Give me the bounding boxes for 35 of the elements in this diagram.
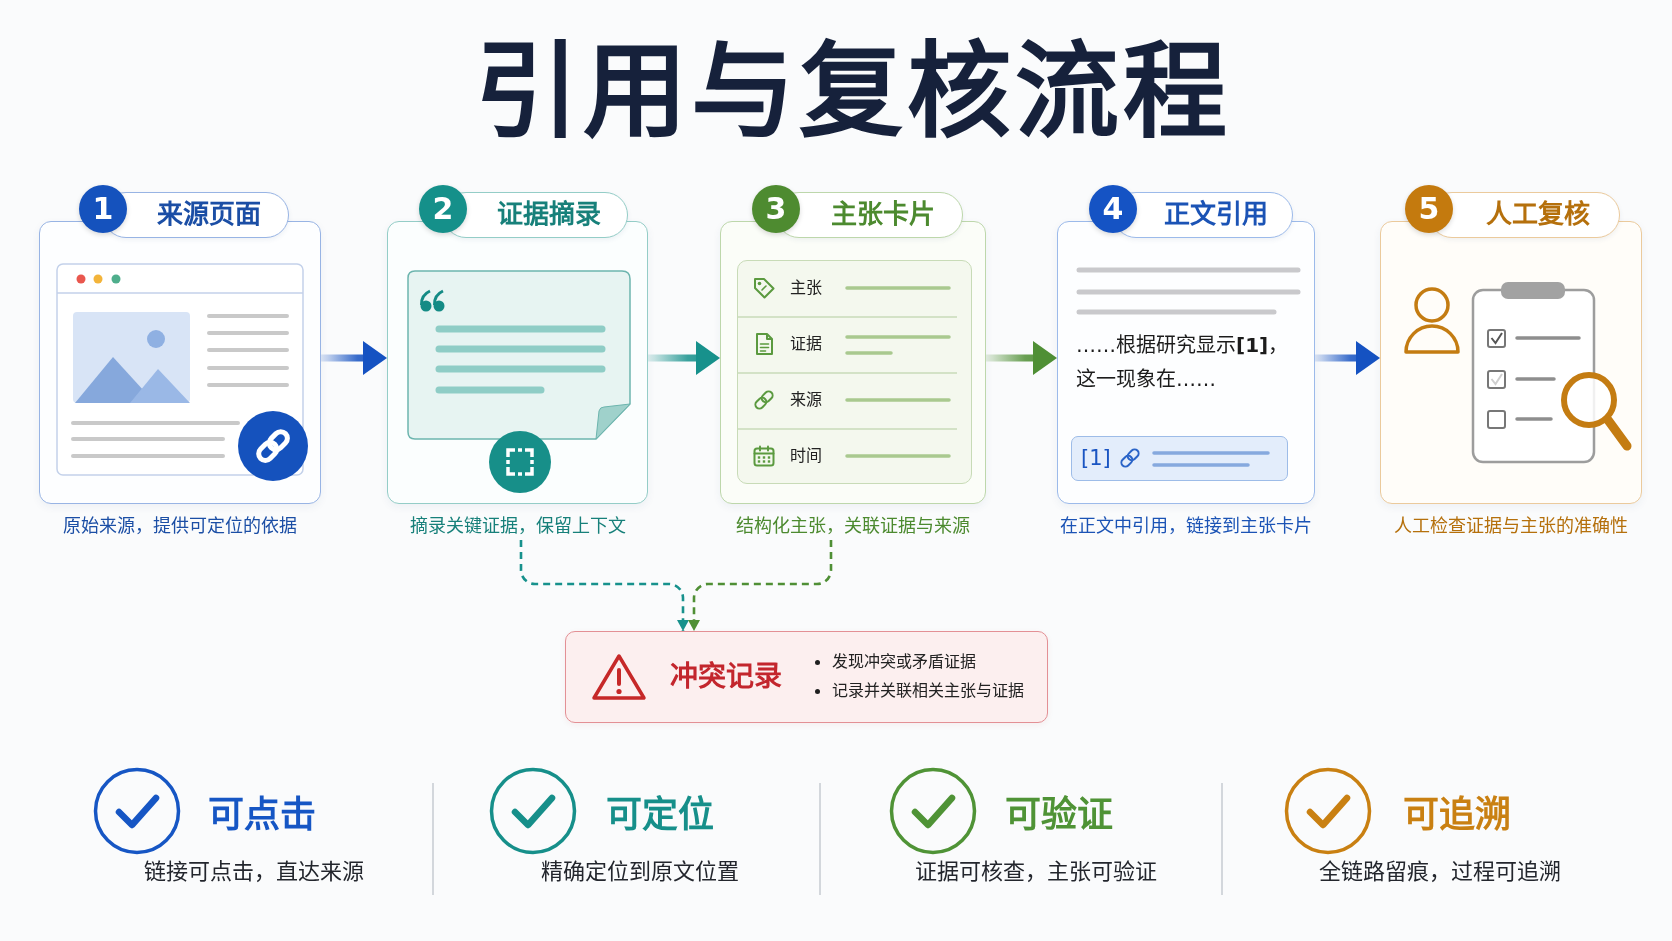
field-label: 证据 — [790, 333, 822, 355]
arrow — [986, 341, 1057, 375]
step-caption: 原始来源，提供可定位的依据 — [62, 514, 298, 538]
feature-title: 可点击 — [208, 793, 316, 837]
arrow — [648, 341, 720, 375]
field-label: 来源 — [790, 389, 822, 411]
bullet-text: 记录并关联相关主张与证据 — [832, 680, 1024, 702]
step-caption: 在正文中引用，链接到主张卡片 — [1059, 514, 1313, 538]
step-caption: 摘录关键证据，保留上下文 — [408, 514, 627, 538]
citation-marker: [1] — [1081, 445, 1111, 472]
step-caption: 结构化主张，关联证据与来源 — [735, 514, 971, 538]
bullet-text: 发现冲突或矛盾证据 — [832, 651, 976, 673]
feature-description: 精确定位到原文位置 — [540, 858, 740, 886]
title: 引用与复核流程 — [474, 32, 1232, 152]
field-panel — [737, 260, 972, 484]
arrow — [321, 341, 387, 375]
step-caption: 人工检查证据与主张的准确性 — [1393, 514, 1629, 538]
feature-title: 可验证 — [1005, 793, 1113, 837]
body-text: ……根据研究显示[1]，这一现象在…… — [1076, 332, 1290, 393]
arrow — [1315, 341, 1380, 375]
alert-box — [565, 631, 1048, 723]
dashed-arrow — [688, 540, 833, 631]
feature-title: 可追溯 — [1403, 793, 1511, 837]
citation-reference — [1071, 436, 1288, 481]
feature-description: 证据可核查，主张可验证 — [914, 858, 1158, 886]
feature-description: 全链路留痕，过程可追溯 — [1318, 858, 1562, 886]
dashed-arrow — [519, 540, 689, 631]
step-number: 1 — [79, 185, 127, 233]
alert-title: 冲突记录 — [670, 659, 782, 695]
feature-description: 链接可点击，直达来源 — [143, 858, 365, 886]
field-label: 主张 — [790, 277, 822, 299]
field-label: 时间 — [790, 445, 822, 467]
feature-title: 可定位 — [606, 793, 714, 837]
step-number: 5 — [1405, 185, 1453, 233]
step-number: 2 — [419, 185, 467, 233]
